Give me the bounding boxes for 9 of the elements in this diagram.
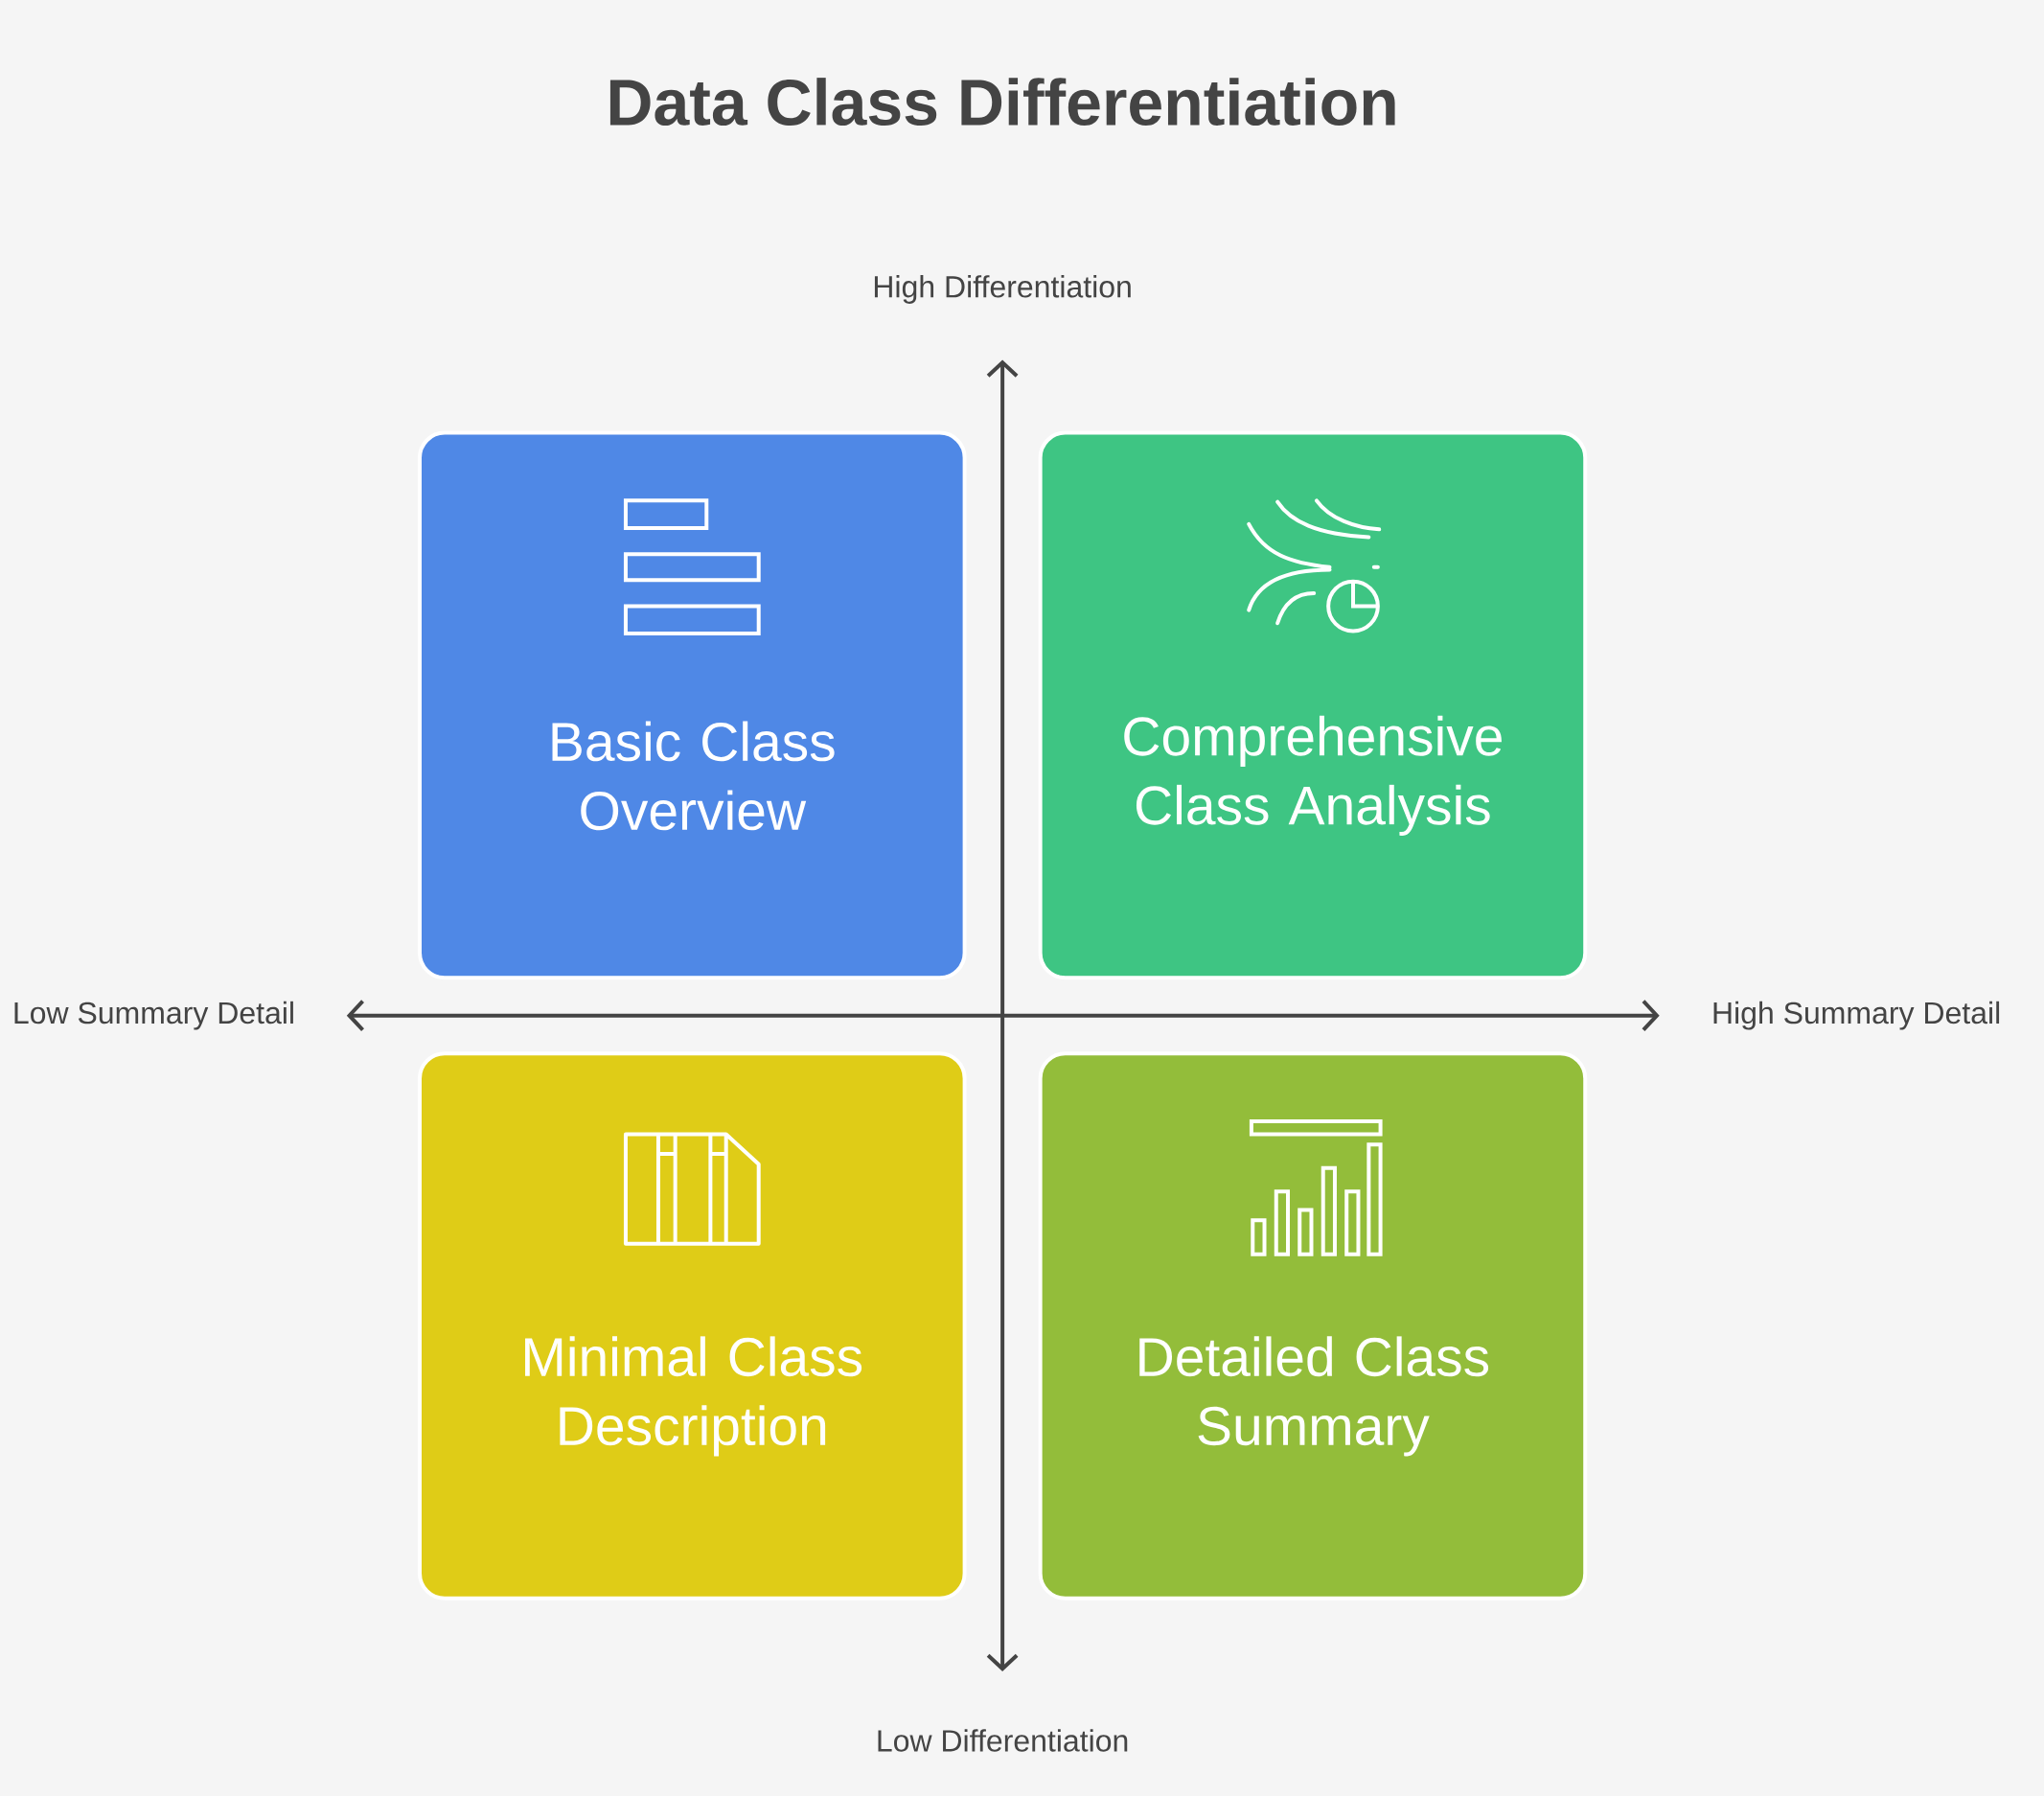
quadrant-box: Detailed Class Summary: [1038, 1051, 1588, 1600]
quadrant-box: Basic Class Overview: [418, 430, 967, 980]
axis-label: Low Differentiation: [878, 1729, 1128, 1752]
title: Data Class Differentiation: [609, 78, 1395, 127]
quadrant-box: Comprehensive Class Analysis: [1038, 430, 1588, 980]
axis-label: High Summary Detail: [1713, 1001, 2000, 1030]
axis-label: Low Summary Detail: [14, 1001, 293, 1030]
quadrant-box: Minimal Class Description: [418, 1051, 967, 1600]
axis-label: High Differentiation: [874, 275, 1131, 304]
